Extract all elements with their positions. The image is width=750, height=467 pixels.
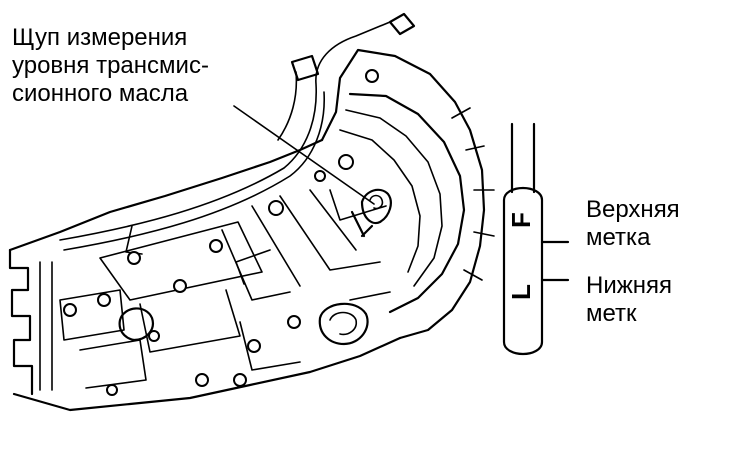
transmission-housing bbox=[8, 12, 495, 412]
probe-label: Щуп измерения уровня трансмис- сионного … bbox=[12, 24, 209, 108]
upper-mark-label-line-2: метка bbox=[586, 224, 651, 251]
probe-label-line-3: сионного масла bbox=[12, 80, 189, 107]
lower-mark-label: Нижняя метк bbox=[586, 272, 672, 328]
dipstick-detail bbox=[502, 122, 570, 356]
upper-mark-label-line-1: Верхняя bbox=[586, 196, 680, 223]
upper-mark-letter: F bbox=[506, 212, 536, 228]
lower-mark-label-line-2: метк bbox=[586, 300, 637, 327]
probe-label-line-2: уровня трансмис- bbox=[12, 52, 209, 79]
upper-mark-label: Верхняя метка bbox=[586, 196, 680, 252]
probe-label-line-1: Щуп измерения bbox=[12, 24, 188, 51]
lower-mark-label-line-1: Нижняя bbox=[586, 272, 673, 299]
dipstick-tube bbox=[350, 188, 392, 238]
lower-mark-letter: L bbox=[506, 284, 536, 300]
probe-leader-line bbox=[233, 105, 375, 205]
